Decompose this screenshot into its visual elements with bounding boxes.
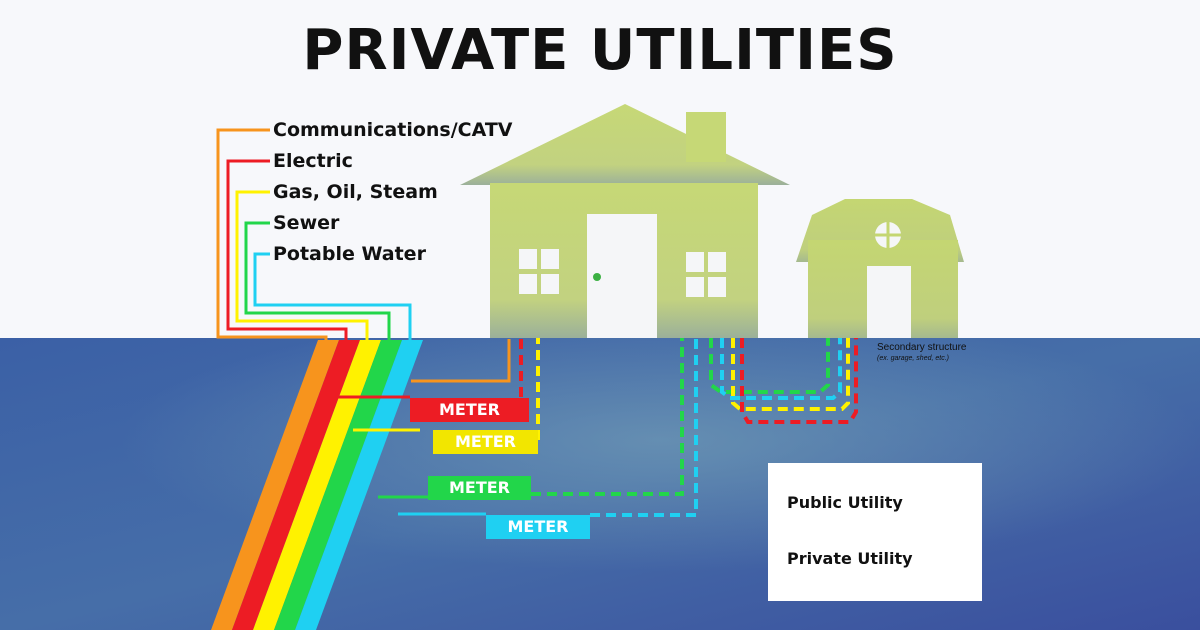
garage-icon	[796, 199, 964, 338]
leader-electric	[226, 159, 348, 340]
secondary-structure-note: (ex. garage, shed, etc.)	[877, 355, 949, 362]
label-sewer: Sewer	[273, 212, 340, 234]
meter-electric: METER	[410, 398, 529, 422]
key-private-label: Private Utility	[787, 549, 913, 568]
right-window	[686, 252, 726, 297]
meter-gas: METER	[433, 430, 538, 454]
band-communications	[211, 340, 339, 630]
line-key	[768, 463, 982, 601]
secondary-structure-label: Secondary structure	[877, 342, 967, 353]
label-communications: Communications/CATV	[273, 119, 513, 141]
page-title: PRIVATE UTILITIES	[302, 18, 898, 83]
leader-water	[253, 252, 412, 340]
private-water-run	[590, 338, 698, 517]
leader-sewer	[244, 221, 391, 340]
leader-communications	[216, 128, 328, 340]
branch-communications	[411, 339, 511, 383]
label-gas-oil-steam: Gas, Oil, Steam	[273, 181, 438, 203]
private-electric-garage	[740, 338, 858, 424]
label-electric: Electric	[273, 150, 353, 172]
band-electric	[232, 340, 360, 630]
key-public-label: Public Utility	[787, 493, 903, 512]
private-gas-garage	[731, 338, 850, 411]
band-sewer	[274, 340, 402, 630]
meter-sewer: METER	[428, 476, 531, 500]
door-knob	[593, 273, 601, 281]
ground-glow	[0, 338, 1200, 630]
leader-gas	[235, 190, 369, 340]
private-sewer-garage	[709, 338, 830, 394]
left-window	[519, 249, 559, 294]
band-water	[295, 340, 423, 630]
private-water-garage	[720, 338, 842, 400]
band-gas	[253, 340, 381, 630]
label-potable-water: Potable Water	[273, 243, 426, 265]
label-leaders	[216, 128, 412, 340]
house-icon	[460, 104, 790, 338]
meter-water: METER	[486, 515, 590, 539]
public-utility-bands	[211, 340, 423, 630]
private-lines	[519, 338, 858, 517]
public-branches	[338, 339, 511, 516]
garage-door	[867, 266, 911, 338]
private-sewer-run	[531, 338, 684, 496]
